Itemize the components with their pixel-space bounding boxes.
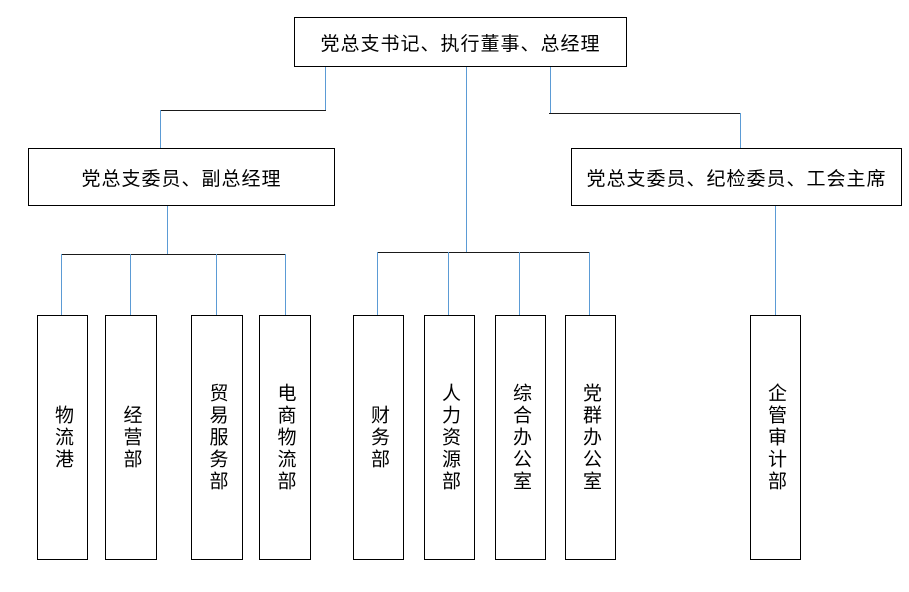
org-node-discipline-union[interactable]: 党总支委员、纪检委员、工会主席 [571, 148, 902, 206]
org-node-top-label: 党总支书记、执行董事、总经理 [320, 32, 601, 55]
connector-left-group-bar [61, 254, 286, 255]
connector-to-finance-dept [377, 252, 378, 315]
org-node-trade-service-dept[interactable]: 贸易服务部 [191, 315, 243, 560]
org-node-party-mass-office[interactable]: 党群办公室 [565, 315, 616, 560]
connector-right-branch-horizontal [549, 113, 741, 114]
connector-to-enterprise-audit-dept [775, 206, 776, 315]
org-node-finance-dept[interactable]: 财务部 [353, 315, 404, 560]
org-node-trade-service-dept-label: 贸易服务部 [206, 382, 229, 493]
org-node-enterprise-audit-dept[interactable]: 企管审计部 [750, 315, 801, 560]
connector-top-to-left-branch-drop [325, 67, 326, 111]
org-node-general-office[interactable]: 综合办公室 [495, 315, 546, 560]
connector-middle-group-bar [377, 252, 590, 253]
org-node-logistics-port[interactable]: 物流港 [37, 315, 88, 560]
org-node-ecommerce-logistics-dept-label: 电商物流部 [274, 382, 297, 493]
connector-top-to-middle-group-drop [466, 67, 467, 253]
org-node-logistics-port-label: 物流港 [52, 404, 74, 471]
org-node-human-resources-dept-label: 人力资源部 [439, 382, 461, 493]
connector-deputy-gm-drop [167, 206, 168, 254]
connector-to-logistics-port [61, 254, 62, 315]
connector-to-human-resources-dept [448, 252, 449, 315]
org-node-general-office-label: 综合办公室 [510, 382, 532, 493]
org-node-operations-dept-label: 经营部 [120, 404, 143, 471]
connector-right-branch-into-node [740, 113, 741, 149]
connector-left-branch-into-node [160, 110, 161, 149]
connector-to-trade-service-dept [216, 254, 217, 315]
org-node-operations-dept[interactable]: 经营部 [105, 315, 157, 560]
org-node-ecommerce-logistics-dept[interactable]: 电商物流部 [259, 315, 311, 560]
connector-to-party-mass-office [589, 252, 590, 315]
org-node-enterprise-audit-dept-label: 企管审计部 [765, 382, 787, 493]
connector-left-branch-horizontal [160, 110, 326, 111]
org-node-deputy-gm-label: 党总支委员、副总经理 [81, 167, 282, 190]
connector-top-to-right-branch-drop [550, 67, 551, 114]
org-node-top[interactable]: 党总支书记、执行董事、总经理 [294, 17, 627, 67]
org-node-deputy-gm[interactable]: 党总支委员、副总经理 [28, 148, 335, 206]
org-node-finance-dept-label: 财务部 [368, 404, 390, 471]
connector-to-operations-dept [130, 254, 131, 315]
connector-to-general-office [519, 252, 520, 315]
connector-to-ecommerce-logistics-dept [285, 254, 286, 315]
org-node-human-resources-dept[interactable]: 人力资源部 [424, 315, 475, 560]
org-node-discipline-union-label: 党总支委员、纪检委员、工会主席 [586, 167, 887, 190]
org-node-party-mass-office-label: 党群办公室 [580, 382, 602, 493]
